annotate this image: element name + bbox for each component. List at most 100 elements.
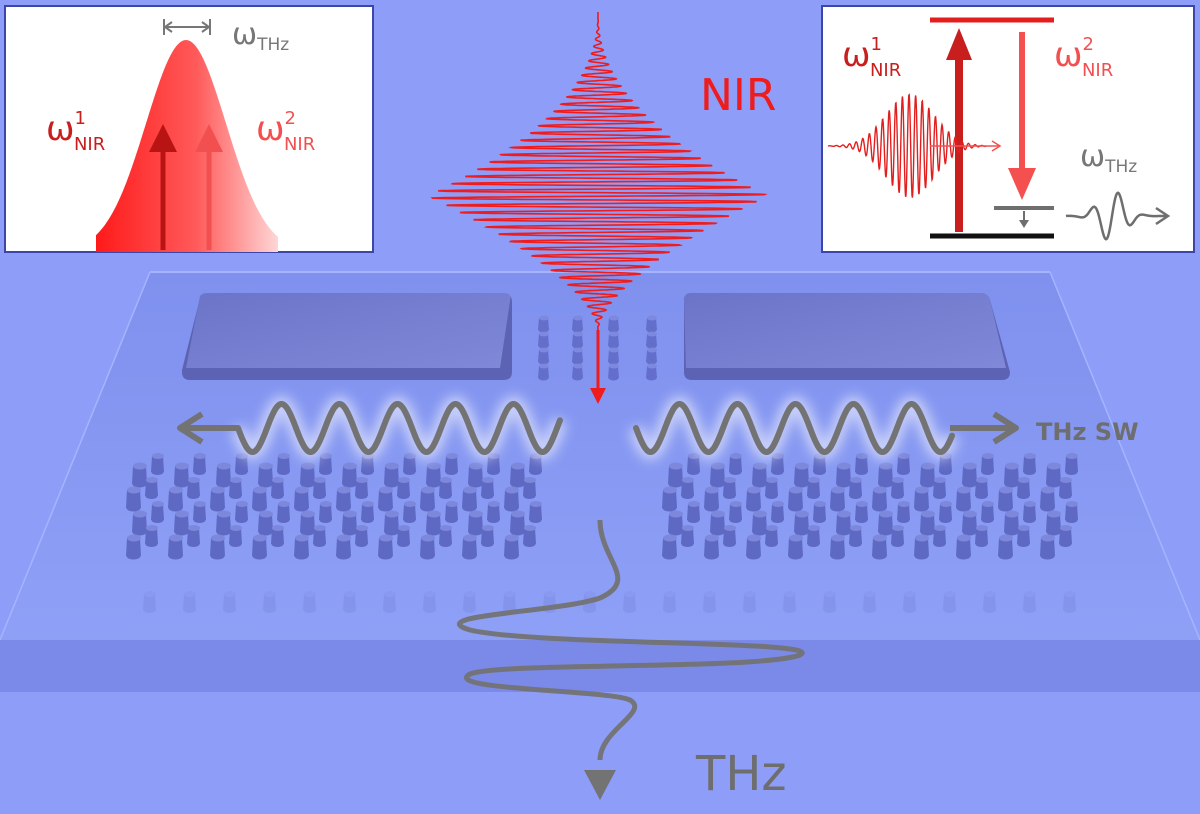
pillar — [920, 510, 935, 536]
pillar — [1017, 477, 1030, 499]
pillar — [752, 510, 767, 536]
pillar — [704, 486, 719, 512]
pillar — [897, 501, 910, 523]
pillar — [807, 525, 820, 547]
pillar — [361, 501, 374, 523]
pillar — [355, 477, 368, 499]
pillar — [914, 486, 929, 512]
gaussian-spectrum — [96, 40, 278, 252]
pillar — [1046, 462, 1061, 488]
pillar — [403, 453, 416, 475]
pillar — [1065, 501, 1078, 523]
pillar — [319, 453, 332, 475]
central-pillar — [572, 315, 583, 333]
pillar — [504, 534, 519, 560]
pillar — [1065, 453, 1078, 475]
pillar-reflection — [1023, 591, 1036, 613]
pillar — [319, 501, 332, 523]
pillar — [878, 510, 893, 536]
pillar — [445, 501, 458, 523]
pillar — [271, 525, 284, 547]
pillar — [788, 534, 803, 560]
pillar — [355, 525, 368, 547]
right-inset-omega-thz-label: ωTHz — [1080, 139, 1137, 177]
pillar — [210, 534, 225, 560]
stimulated-emission-arrow — [1008, 32, 1036, 200]
pillar — [981, 501, 994, 523]
central-pillar — [646, 347, 657, 365]
pillar — [723, 525, 736, 547]
pillar — [439, 525, 452, 547]
pillar — [397, 525, 410, 547]
pillar — [132, 462, 147, 488]
pillar — [145, 525, 158, 547]
pillar — [523, 525, 536, 547]
pillar — [723, 477, 736, 499]
pillar-reflection — [383, 591, 396, 613]
pillar — [126, 486, 141, 512]
pillar-reflection — [343, 591, 356, 613]
thz-surface-wave-left — [177, 396, 568, 460]
pillar — [878, 462, 893, 488]
pillar — [151, 501, 164, 523]
pillar — [891, 477, 904, 499]
pillar — [168, 486, 183, 512]
pillar — [294, 486, 309, 512]
pillar — [813, 501, 826, 523]
pillar — [510, 462, 525, 488]
pillar — [765, 477, 778, 499]
central-pillar — [646, 315, 657, 333]
pillar — [765, 525, 778, 547]
thz-sw-label: THz SW — [1036, 418, 1139, 446]
pillar — [1046, 510, 1061, 536]
pillar — [933, 525, 946, 547]
right-pillar-array — [662, 453, 1078, 560]
pillar — [229, 525, 242, 547]
pillar — [872, 534, 887, 560]
pillar — [836, 510, 851, 536]
pillar-reflection — [983, 591, 996, 613]
pillar — [216, 510, 231, 536]
pillar — [229, 477, 242, 499]
pillar — [1004, 510, 1019, 536]
pillar — [210, 486, 225, 512]
central-pillar — [608, 331, 619, 349]
pillar — [807, 477, 820, 499]
pillar — [1023, 453, 1036, 475]
nir-label: NIR — [700, 70, 776, 121]
pillar — [216, 462, 231, 488]
pillar — [872, 486, 887, 512]
pillar — [523, 477, 536, 499]
nir-pulse — [430, 12, 768, 404]
pillar — [187, 525, 200, 547]
pillar — [193, 453, 206, 475]
pillar — [1040, 534, 1055, 560]
pillar — [975, 477, 988, 499]
pillar — [481, 477, 494, 499]
left-inset-omega-thz-label: ωTHz — [232, 17, 289, 55]
pillar — [336, 534, 351, 560]
pillar — [193, 501, 206, 523]
pillar — [439, 477, 452, 499]
central-pillar — [608, 315, 619, 333]
pillar-reflection — [143, 591, 156, 613]
pillar-reflection — [623, 591, 636, 613]
left-pad — [182, 293, 512, 380]
pillar — [998, 534, 1013, 560]
pillar — [529, 501, 542, 523]
central-pillar — [646, 363, 657, 381]
inset-thz-wave — [1065, 191, 1166, 241]
pillar — [729, 453, 742, 475]
pillar — [397, 477, 410, 499]
pillar — [794, 510, 809, 536]
pillar-reflection — [183, 591, 196, 613]
central-pillar — [572, 347, 583, 365]
right-pad — [684, 293, 1010, 380]
pillar — [145, 477, 158, 499]
